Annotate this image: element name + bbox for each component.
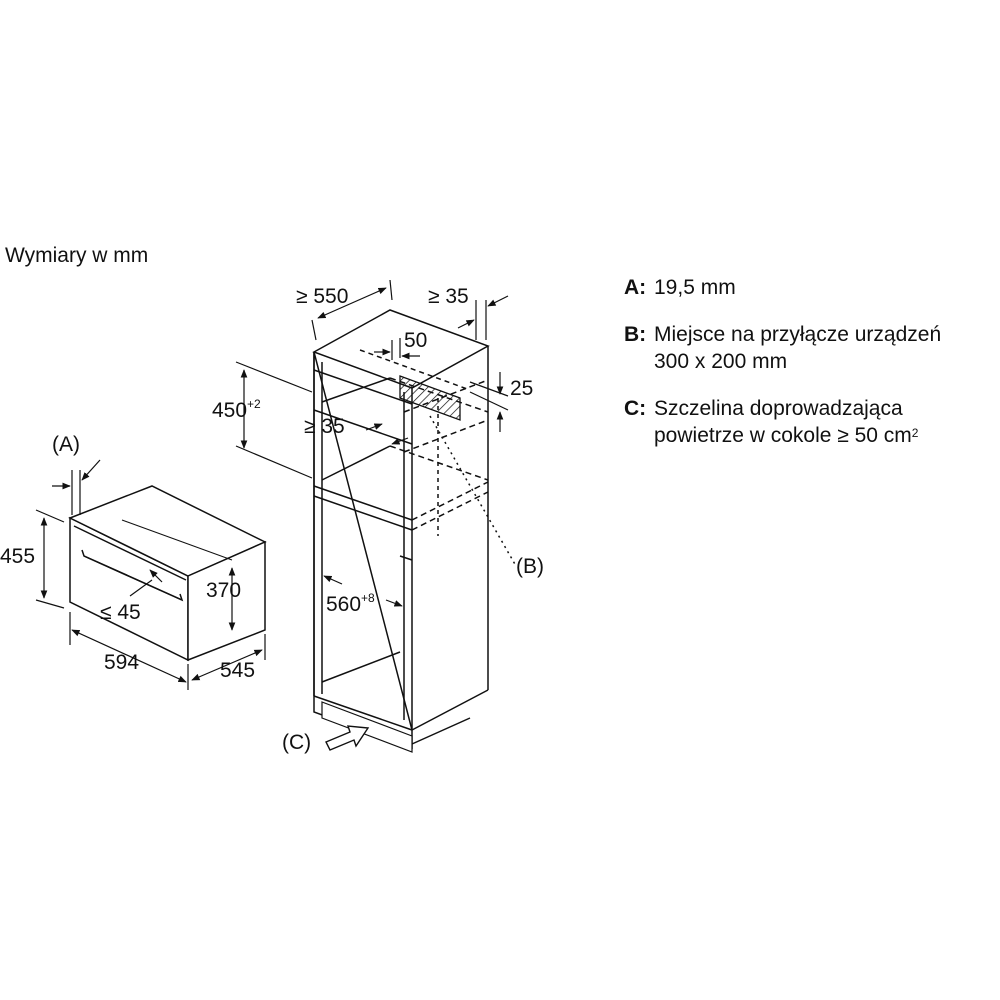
- legend-text: 19,5 mm: [654, 276, 736, 299]
- legend-key: B:: [624, 323, 647, 346]
- cabinet-dimensions: [235, 279, 509, 607]
- legend-item-a: A: 19,5 mm: [624, 274, 1000, 301]
- legend-item-c: C: Szczelina doprowadzająca powietrze w …: [624, 395, 1000, 449]
- oven-width-label: 594: [104, 651, 140, 674]
- legend-text: 300 x 200 mm: [654, 350, 788, 373]
- legend-key: C:: [624, 397, 647, 420]
- callout-b: (B): [516, 555, 544, 578]
- legend-text: Szczelina doprowadzająca: [654, 397, 903, 420]
- legend-item-b: B: Miejsce na przyłącze urządzeń 300 x 2…: [624, 321, 1000, 375]
- callout-c: (C): [282, 731, 312, 754]
- door-panel-height-label: 370: [206, 579, 242, 602]
- legend-text: Miejsce na przyłącze urządzeń: [654, 323, 942, 346]
- connection-box: [399, 375, 461, 421]
- callout-b-leader: [429, 415, 517, 567]
- handle-gap-label: ≤ 45: [100, 601, 141, 624]
- top-height-label: 25: [510, 377, 534, 400]
- cabinet-drawing: [312, 309, 490, 753]
- caption: Wymiary w mm: [5, 244, 149, 267]
- niche-height-label: 450+2: [212, 397, 261, 422]
- cabinet-depth-label: ≥ 550: [296, 285, 349, 308]
- airflow-arrow: [325, 725, 370, 751]
- oven-height-label: 455: [0, 545, 36, 568]
- back-gap-label: ≥ 35: [428, 285, 469, 308]
- niche-width-label: 560+8: [326, 591, 375, 616]
- legend-text: powietrze w cokole ≥ 50 cm2: [654, 424, 919, 447]
- shelf-gap-label: ≥ 35: [304, 415, 345, 438]
- legend: A: 19,5 mm B: Miejsce na przyłącze urząd…: [624, 274, 1000, 469]
- callout-a: (A): [52, 433, 80, 456]
- oven-drawing: [68, 485, 267, 662]
- oven-dimensions: [35, 459, 266, 690]
- oven-depth-label: 545: [220, 659, 256, 682]
- legend-key: A:: [624, 276, 647, 299]
- top-offset-label: 50: [404, 329, 428, 352]
